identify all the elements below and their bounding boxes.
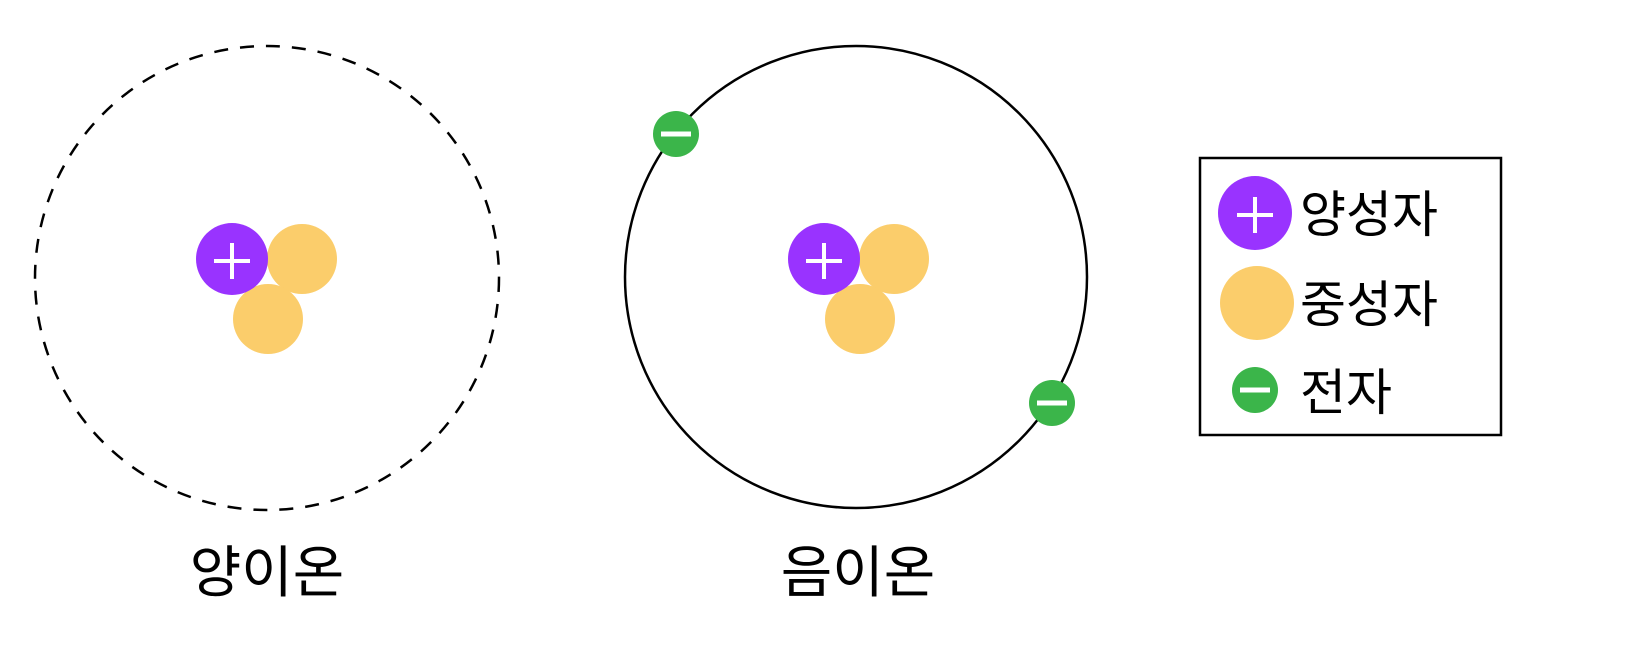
legend: 양성자 중성자 전자: [1198, 156, 1503, 437]
proton-icon: [1218, 176, 1292, 250]
cation-orbit: [33, 44, 501, 512]
neutron: [859, 224, 929, 294]
electron-icon: [653, 111, 699, 157]
anion-label: 음이온: [781, 541, 936, 606]
cation: 양이온: [33, 44, 501, 606]
neutron: [825, 284, 895, 354]
anion-orbit: [623, 44, 1089, 510]
electron-icon: [1029, 380, 1075, 426]
cation-label: 양이온: [190, 541, 345, 606]
neutron-icon: [1220, 266, 1294, 340]
proton-icon: [196, 223, 268, 295]
legend-label-neutron: 중성자: [1300, 276, 1438, 334]
legend-label-proton: 양성자: [1300, 186, 1438, 244]
neutron: [233, 284, 303, 354]
neutron: [267, 224, 337, 294]
legend-label-electron: 전자: [1300, 364, 1392, 422]
electron-icon: [1232, 367, 1278, 413]
proton-icon: [788, 223, 860, 295]
anion: 음이온: [623, 44, 1089, 606]
